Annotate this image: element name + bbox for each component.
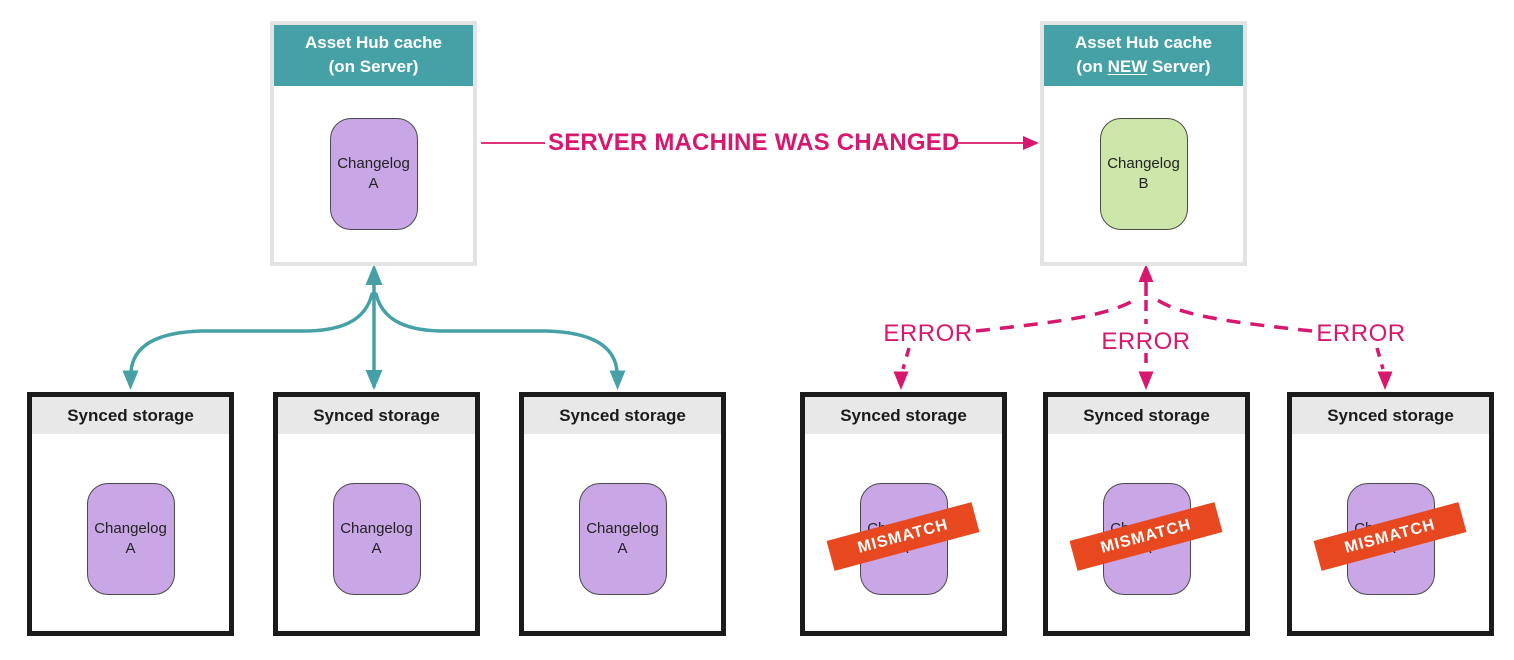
error-fan-left [975, 295, 1141, 333]
synced-storage-4: Synced storage Changelog A [800, 392, 1007, 636]
sync-arrow-right-curve [374, 292, 619, 374]
hub-subtitle: (on Server) [328, 57, 419, 77]
arrowhead-down-icon [1138, 371, 1154, 390]
error-label: ERROR [883, 320, 973, 347]
teal-arrowheads [122, 264, 626, 390]
arrowhead-up-icon [365, 264, 383, 285]
hub-header: Asset Hub cache (on Server) [274, 25, 473, 87]
hub-title: Asset Hub cache [305, 33, 442, 52]
arrowhead-right-icon [1023, 136, 1039, 150]
changelog-chip-a: Changelog A [86, 483, 175, 595]
arrowhead-down-icon [365, 370, 383, 390]
storage-title: Synced storage [278, 397, 475, 434]
changelog-chip-a: Changelog A [578, 483, 667, 595]
arrowhead-down-icon [1377, 371, 1393, 390]
changelog-chip-a: Changelog A [329, 118, 418, 230]
storage-title: Synced storage [1048, 397, 1245, 434]
asset-hub-cache-server: Asset Hub cache (on Server) Changelog A [270, 21, 477, 266]
hub-title: Asset Hub cache [1075, 33, 1212, 52]
synced-storage-6: Synced storage Changelog A [1287, 392, 1494, 636]
error-fan-right [1151, 295, 1313, 333]
arrowhead-down-icon [893, 371, 909, 390]
storage-title: Synced storage [805, 397, 1002, 434]
changelog-chip-b: Changelog B [1099, 118, 1188, 230]
asset-hub-cache-new-server: Asset Hub cache (on NEW Server) Changelo… [1040, 21, 1247, 266]
storage-title: Synced storage [1292, 397, 1489, 434]
error-stub-right [1375, 347, 1385, 370]
hub-header: Asset Hub cache (on NEW Server) [1044, 25, 1243, 87]
changelog-chip-a: Changelog A [332, 483, 421, 595]
storage-title: Synced storage [524, 397, 721, 434]
arrowhead-up-icon [1138, 264, 1154, 282]
synced-storage-2: Synced storage Changelog A [273, 392, 480, 636]
storage-title: Synced storage [32, 397, 229, 434]
teal-sync-arrows [129, 282, 619, 388]
error-stub-left [901, 347, 911, 370]
synced-storage-3: Synced storage Changelog A [519, 392, 726, 636]
error-label: ERROR [1101, 328, 1191, 355]
arrowhead-down-icon [609, 370, 626, 390]
synced-storage-1: Synced storage Changelog A [27, 392, 234, 636]
synced-storage-5: Synced storage Changelog A [1043, 392, 1250, 636]
arrowhead-down-icon [122, 370, 139, 390]
sync-arrow-left-curve [129, 292, 374, 374]
error-label: ERROR [1316, 320, 1406, 347]
hub-subtitle: (on NEW Server) [1076, 57, 1211, 77]
server-changed-label: SERVER MACHINE WAS CHANGED [548, 129, 960, 156]
